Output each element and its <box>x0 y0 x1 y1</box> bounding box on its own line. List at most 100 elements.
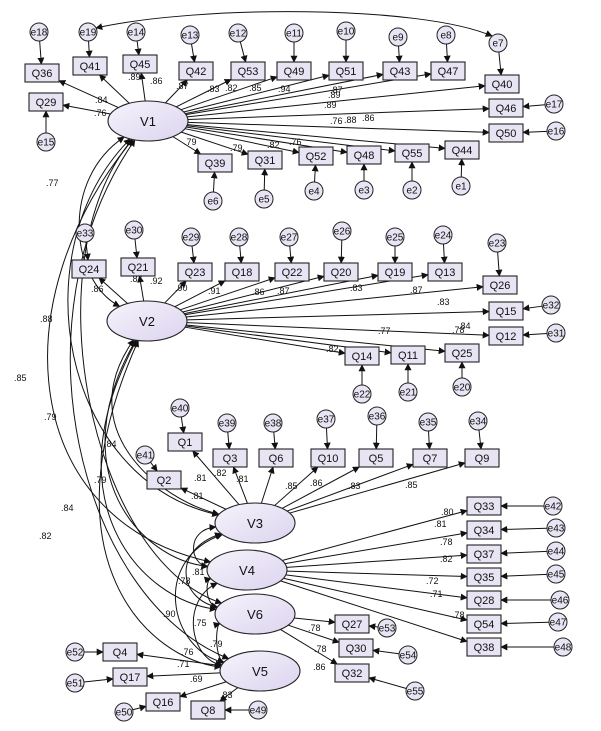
correlation-value-v2-v6: .84 <box>61 503 74 513</box>
error-circle <box>541 295 561 315</box>
error-circle <box>36 132 56 152</box>
indicator-q20: Q20 <box>323 262 359 282</box>
error-path-e37 <box>323 427 331 450</box>
loading-path-q47 <box>185 71 432 116</box>
error-circle <box>367 406 387 426</box>
loading-value-q33: .80 <box>441 507 454 517</box>
error-label: e48 <box>555 643 572 654</box>
loading-value-q1: .81 <box>194 473 207 483</box>
error-circle <box>405 681 425 701</box>
loading-value-q19: .87 <box>277 286 290 296</box>
loading-value-q42: .87 <box>176 81 189 91</box>
indicator-box <box>484 74 520 94</box>
error-circle <box>385 227 405 247</box>
error-path-e44 <box>500 549 548 557</box>
indicator-q44: Q44 <box>444 140 480 160</box>
indicator-box <box>167 432 203 452</box>
indicator-box <box>230 61 266 81</box>
error-circle <box>402 180 422 200</box>
error-e14: e14 <box>126 22 146 42</box>
error-e10: e10 <box>336 21 356 41</box>
loading-path-q27 <box>294 617 336 626</box>
error-circle <box>263 413 283 433</box>
correlation-value-v2-v5: .82 <box>39 531 52 541</box>
indicator-box <box>466 590 502 610</box>
error-path-e27 <box>287 245 295 264</box>
error-circle <box>135 445 155 465</box>
indicator-label: Q13 <box>435 267 456 279</box>
indicator-box <box>145 692 181 712</box>
indicator-q5: Q5 <box>358 448 394 468</box>
error-label: e10 <box>338 27 355 38</box>
error-label: e1 <box>455 182 467 193</box>
error-label: e25 <box>387 233 404 244</box>
error-circle <box>546 121 566 141</box>
error-label: e29 <box>183 233 200 244</box>
error-e45: e45 <box>546 564 566 584</box>
indicator-q30: Q30 <box>338 638 374 658</box>
indicator-q55: Q55 <box>394 143 430 163</box>
indicator-label: Q17 <box>120 672 141 684</box>
loading-value-q41: .89 <box>128 72 141 82</box>
indicator-q1: Q1 <box>167 432 203 452</box>
error-path-e38 <box>271 431 279 450</box>
error-circle <box>546 564 566 584</box>
loading-value-q7: .83 <box>348 481 361 491</box>
error-e12: e12 <box>228 23 248 43</box>
error-e25: e25 <box>385 227 405 247</box>
loading-path-q14 <box>184 326 346 356</box>
error-path-e31 <box>522 331 548 339</box>
loading-value-q25: .78 <box>452 325 465 335</box>
error-e16: e16 <box>546 121 566 141</box>
correlation-path-v3-v4 <box>193 524 217 570</box>
indicator-q27: Q27 <box>334 614 370 634</box>
error-path-e28 <box>237 245 245 264</box>
indicator-label: Q14 <box>352 351 373 363</box>
indicator-label: Q11 <box>398 350 418 362</box>
error-path-e45 <box>500 572 548 580</box>
error-path-e13 <box>190 43 197 63</box>
correlation-path-v1-v5 <box>69 139 230 660</box>
loading-path-q39 <box>172 136 202 155</box>
error-e49: e49 <box>248 700 268 720</box>
error-e2: e2 <box>402 180 422 200</box>
error-circle <box>75 223 95 243</box>
loading-path-q12 <box>186 322 490 339</box>
loading-value-q17: .71 <box>177 659 190 669</box>
error-circle <box>543 496 563 516</box>
error-label: e36 <box>369 412 386 423</box>
loading-value-q35: .82 <box>440 554 453 564</box>
error-path-e16 <box>522 128 548 136</box>
indicator-label: Q33 <box>474 501 495 513</box>
indicator-label: Q10 <box>318 453 339 465</box>
indicator-label: Q7 <box>423 453 438 465</box>
correlation-value-v2-v3: .84 <box>104 439 117 449</box>
error-label: e46 <box>552 596 569 607</box>
indicator-q11: Q11 <box>390 345 426 365</box>
error-circle <box>203 191 223 211</box>
indicator-label: Q47 <box>438 66 459 78</box>
loading-path-q38 <box>280 580 468 643</box>
indicator-label: Q18 <box>232 267 253 279</box>
loading-path-q40 <box>187 82 486 118</box>
error-e36: e36 <box>367 406 387 426</box>
indicator-label: Q42 <box>186 66 207 78</box>
indicator-box <box>466 520 502 540</box>
loading-path-q50 <box>187 121 490 136</box>
error-label: e3 <box>358 186 370 197</box>
indicator-q54: Q54 <box>466 614 502 634</box>
error-e13: e13 <box>180 25 200 45</box>
indicator-box <box>212 448 248 468</box>
loading-value-q47: .87 <box>330 85 343 95</box>
error-circle <box>229 227 249 247</box>
indicator-q47: Q47 <box>430 61 466 81</box>
error-path-e9 <box>395 45 403 63</box>
indicator-q45: Q45 <box>122 54 158 74</box>
latent-label: V4 <box>239 563 255 578</box>
loading-value-q45: .86 <box>150 76 163 86</box>
error-circle <box>436 25 456 45</box>
error-path-e18 <box>37 40 45 65</box>
loading-path-q35 <box>286 570 468 580</box>
error-label: e22 <box>354 390 371 401</box>
indicator-label: Q20 <box>331 267 352 279</box>
